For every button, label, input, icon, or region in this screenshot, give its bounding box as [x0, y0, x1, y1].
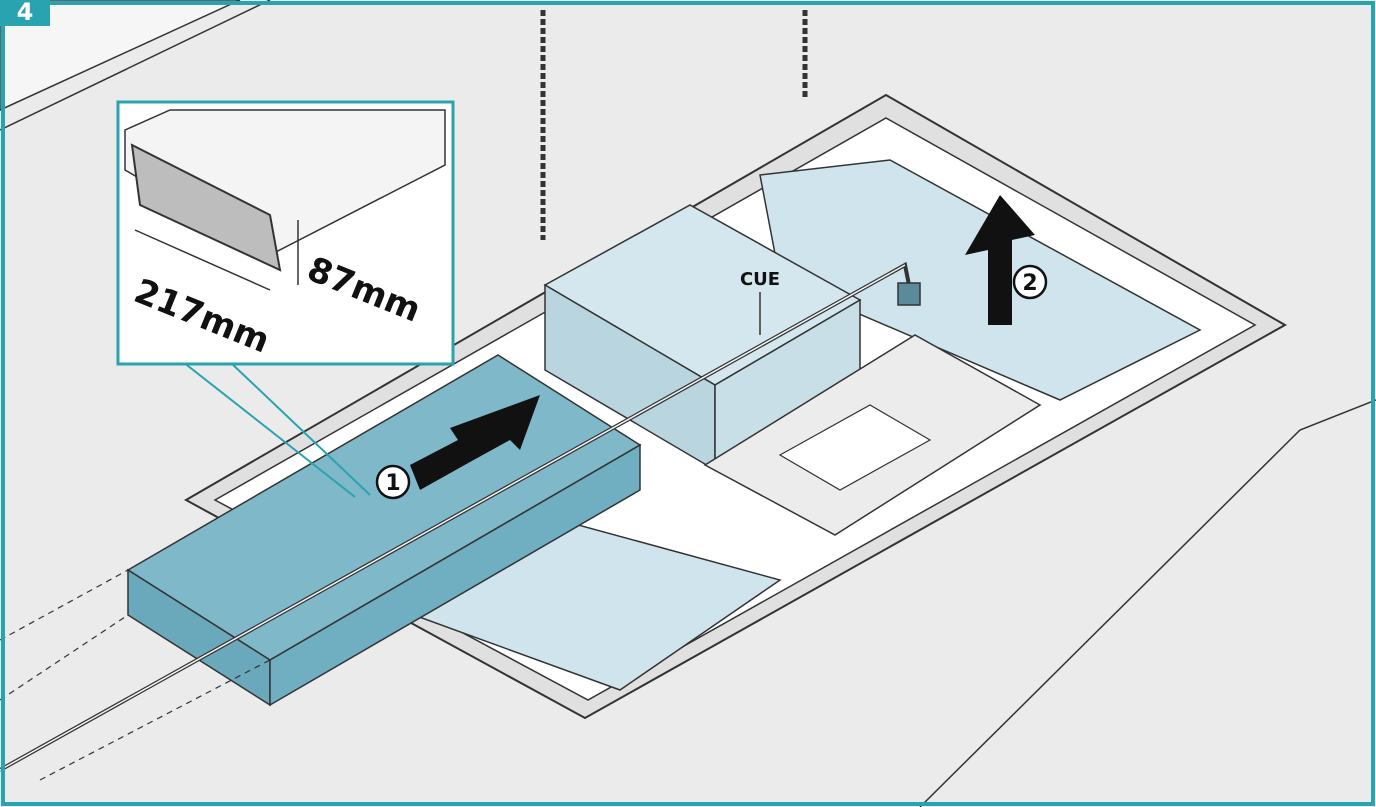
ceiling-edge-line — [0, 0, 271, 131]
arrow-1 — [410, 395, 540, 490]
arrow-1-label: 1 — [385, 471, 400, 496]
bracket-opening — [778, 404, 932, 491]
arrow-2-label: 2 — [1022, 271, 1037, 296]
step-number-badge: 4 — [0, 0, 50, 26]
duct-side — [269, 443, 641, 707]
duct-dashed-edge — [0, 569, 271, 781]
control-cable-highlight — [0, 264, 906, 771]
arrow-1-circle — [375, 464, 411, 500]
inset-leader — [182, 361, 371, 498]
ceiling-plane-top — [0, 0, 241, 111]
floor-edge-right — [919, 399, 1376, 807]
connector-box — [897, 282, 921, 306]
cue-label: CUE — [740, 269, 780, 290]
inset-duct-top — [124, 109, 446, 256]
arrow-2-circle — [1012, 264, 1048, 300]
arrow-2 — [965, 195, 1035, 325]
inset-duct-end — [130, 143, 282, 272]
inset-width-dimension — [134, 229, 271, 291]
